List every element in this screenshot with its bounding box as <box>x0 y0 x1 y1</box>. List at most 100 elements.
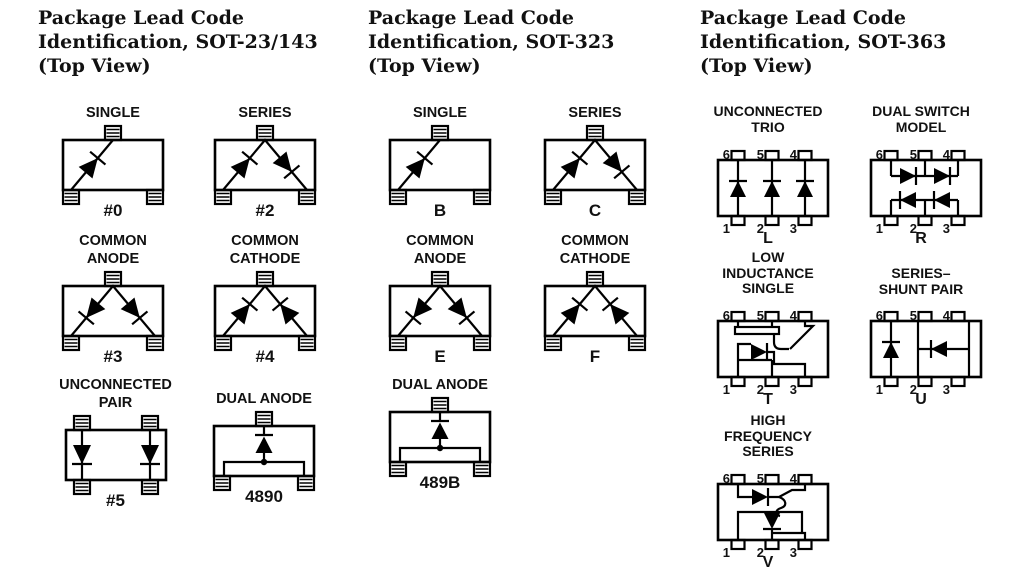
sot363-package-diagram-high-frequency-series: 6 5 4 1 2 3 <box>716 471 830 560</box>
diode <box>600 149 631 180</box>
sot23-package-diagram-series <box>213 124 317 206</box>
diagram-cell-common-cathode: COMMON CATHODE F <box>530 232 660 367</box>
diode <box>70 443 93 466</box>
pin-number: 5 <box>910 147 917 162</box>
diode <box>880 340 902 360</box>
diode <box>761 511 783 531</box>
pin-number: 1 <box>876 221 883 236</box>
column-title-line: Package Lead Code <box>368 7 574 29</box>
diode <box>77 295 108 326</box>
pin-number: 1 <box>876 382 883 397</box>
diode <box>270 149 301 180</box>
pin-number: 6 <box>723 308 730 323</box>
lead-code-label: B <box>433 201 447 220</box>
pin-number: 6 <box>876 308 883 323</box>
diagram-label: SERIES– SHUNT PAIR <box>878 265 964 297</box>
diode <box>558 150 589 181</box>
pin-number: 4 <box>790 308 798 323</box>
lead-code-label: E <box>434 347 446 366</box>
diagram-cell-dual-switch: DUAL SWITCH MODEL 6 5 4 1 2 3 R <box>855 103 987 248</box>
sot363-package-diagram-series-shunt-pair: 6 5 4 1 2 3 <box>869 308 983 397</box>
pin-number: 1 <box>723 221 730 236</box>
pin-number: 4 <box>790 147 798 162</box>
diode <box>898 165 918 187</box>
diagram-cell-series-shunt-pair: SERIES– SHUNT PAIR 6 5 4 1 2 3 U <box>855 265 987 409</box>
lead-code-label: T <box>763 391 773 408</box>
sot143-package-diagram-unconnected-pair <box>64 414 167 496</box>
diode <box>749 341 769 363</box>
lead-code-label: R <box>915 230 927 247</box>
diagram-cell-common-anode: COMMON ANODE #3 <box>48 232 178 367</box>
diode <box>118 295 149 326</box>
diode <box>404 295 435 326</box>
lead-code-label: #3 <box>103 347 123 366</box>
diagram-label: SINGLE <box>413 105 467 121</box>
diagram-label: LOW INDUCTANCE SINGLE <box>722 249 814 296</box>
sot23-package-diagram-single <box>61 124 165 206</box>
pin-number: 3 <box>943 221 950 236</box>
diode <box>932 189 952 211</box>
pin-number: 6 <box>876 147 883 162</box>
wire-jump <box>772 334 789 351</box>
pin-number: 2 <box>910 382 917 397</box>
diode <box>76 150 107 181</box>
column-title-sot363: Package Lead Code Identification, SOT-36… <box>700 6 946 78</box>
diagram-cell-series: SERIES C <box>530 104 660 221</box>
sot323-package-diagram-dual-anode <box>388 396 492 478</box>
column-title-line: Identification, SOT-23/143 <box>38 31 318 53</box>
diagram-cell-common-anode: COMMON ANODE E <box>375 232 505 367</box>
diagram-cell-common-cathode: COMMON CATHODE #4 <box>200 232 330 367</box>
diode <box>445 295 476 326</box>
lead-code-label: #4 <box>255 347 275 366</box>
diagram-cell-high-frequency-series: HIGH FREQUENCY SERIES 6 5 4 1 2 3 V <box>702 412 834 572</box>
column-title-line: (Top View) <box>38 55 151 77</box>
sot363-package-diagram-dual-switch: 6 5 4 1 2 3 <box>869 147 983 236</box>
lead-code-label: #5 <box>106 491 125 510</box>
diagram-label: DUAL SWITCH MODEL <box>872 103 970 135</box>
lead-code-label: F <box>589 347 601 366</box>
diagram-cell-series: SERIES #2 <box>200 104 330 221</box>
sot23-package-diagram-common-anode <box>61 270 165 352</box>
lead-code-label: C <box>588 201 602 220</box>
diode <box>558 296 589 327</box>
lead-code-label: 4890 <box>245 487 283 506</box>
column-title-sot323: Package Lead Code Identification, SOT-32… <box>368 6 614 78</box>
sot23-package-diagram-dual-anode <box>212 410 316 492</box>
column-title-line: Package Lead Code <box>700 7 906 29</box>
diode <box>898 189 918 211</box>
diagram-label: HIGH FREQUENCY SERIES <box>724 412 812 459</box>
sot323-package-diagram-common-cathode <box>543 270 647 352</box>
pin-number: 5 <box>757 147 764 162</box>
diode <box>228 296 259 327</box>
diagram-label: SERIES <box>238 105 292 121</box>
pin-number: 2 <box>757 545 764 560</box>
diagram-label: SINGLE <box>86 105 140 121</box>
pin-number: 3 <box>790 221 797 236</box>
bus-bar <box>733 325 781 336</box>
pin-number: 6 <box>723 471 730 486</box>
diagram-cell-low-inductance-single: LOW INDUCTANCE SINGLE 6 5 4 1 2 3 T <box>702 249 834 409</box>
sot23-package-diagram-common-cathode <box>213 270 317 352</box>
pin-number: 1 <box>723 545 730 560</box>
diagram-label: DUAL ANODE <box>392 377 488 393</box>
lead-code-label: U <box>915 391 927 408</box>
lead-code-label: #2 <box>255 201 275 220</box>
diagram-label: COMMON CATHODE <box>559 233 631 267</box>
sot323-package-diagram-common-anode <box>388 270 492 352</box>
column-title-line: (Top View) <box>700 55 813 77</box>
diagram-label: DUAL ANODE <box>216 391 312 407</box>
pin-number: 4 <box>943 308 951 323</box>
sot323-package-diagram-series <box>543 124 647 206</box>
pin-number: 2 <box>757 221 764 236</box>
diagram-label: COMMON CATHODE <box>229 233 301 267</box>
column-title-sot23-143: Package Lead Code Identification, SOT-23… <box>38 6 318 78</box>
diode <box>601 296 632 327</box>
sot323-package-diagram-single <box>388 124 492 206</box>
diode <box>750 486 770 508</box>
diagram-cell-single: SINGLE B <box>375 104 505 221</box>
column-title-line: Identification, SOT-363 <box>700 31 947 53</box>
diagram-label: SERIES <box>568 105 622 121</box>
pin-number: 3 <box>943 382 950 397</box>
lead-code-label: #0 <box>103 201 123 220</box>
